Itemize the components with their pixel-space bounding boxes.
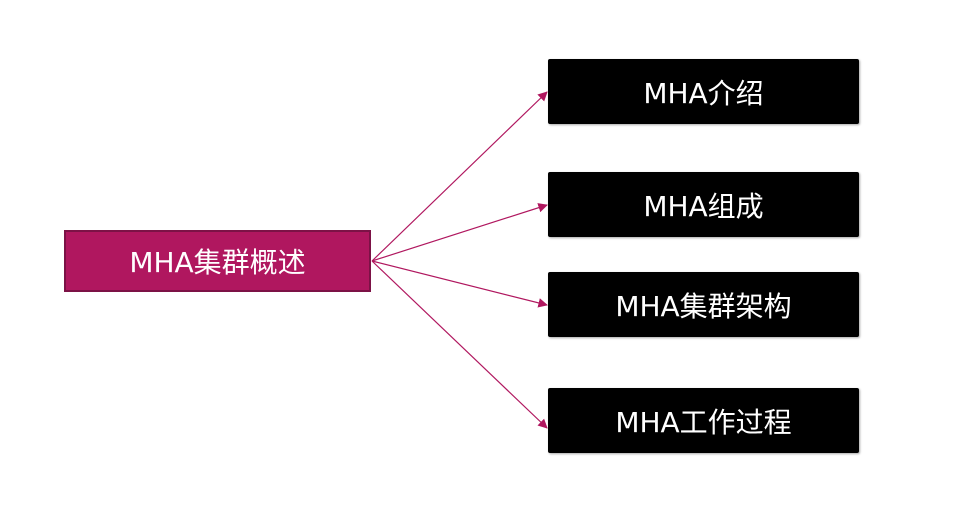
child-node-label: MHA介绍 — [643, 76, 764, 110]
child-node-mha-cluster-architecture: MHA集群架构 — [548, 272, 859, 337]
child-node-label: MHA组成 — [643, 189, 764, 223]
child-node-mha-workflow: MHA工作过程 — [548, 388, 859, 453]
root-node-label: MHA集群概述 — [129, 246, 306, 279]
root-node: MHA集群概述 — [64, 230, 371, 292]
child-node-label: MHA集群架构 — [615, 289, 792, 323]
connector-arrow-1 — [371, 91, 548, 262]
connector-arrow-4 — [371, 260, 548, 429]
connector-arrow-3 — [371, 260, 548, 308]
child-node-label: MHA工作过程 — [615, 405, 792, 439]
child-node-mha-components: MHA组成 — [548, 172, 859, 237]
child-node-mha-intro: MHA介绍 — [548, 59, 859, 124]
connector-arrow-2 — [371, 203, 548, 262]
